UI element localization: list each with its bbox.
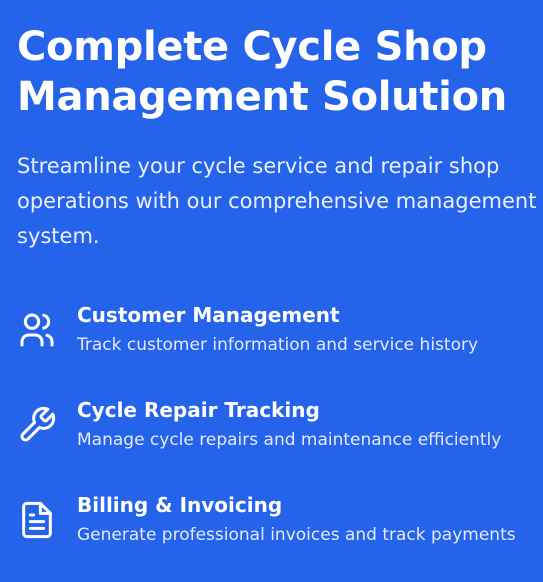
feature-description: Track customer information and service h… xyxy=(77,335,479,355)
title-line-1: Complete Cycle Shop xyxy=(17,24,487,70)
feature-list: Customer Management Track customer infor… xyxy=(17,300,537,582)
feature-text: Billing & Invoicing Generate professiona… xyxy=(77,490,516,550)
feature-text: Customer Management Track customer infor… xyxy=(77,300,478,360)
subtitle-line-2: operations with our comprehensive manage… xyxy=(17,189,537,213)
hero-section: Complete Cycle Shop Management Solution … xyxy=(17,22,543,254)
page-subtitle: Streamline your cycle service and repair… xyxy=(17,149,543,254)
feature-title: Customer Management xyxy=(77,303,340,327)
subtitle-line-3: system. xyxy=(17,224,100,248)
feature-description: Generate professional invoices and track… xyxy=(77,525,516,545)
feature-text: Cycle Repair Tracking Manage cycle repai… xyxy=(77,395,501,455)
users-icon xyxy=(17,310,57,350)
title-line-2: Management Solution xyxy=(17,74,507,120)
feature-cycle-repair-tracking: Cycle Repair Tracking Manage cycle repai… xyxy=(17,395,537,490)
subtitle-line-1: Streamline your cycle service and repair… xyxy=(17,154,500,178)
feature-billing-invoicing: Billing & Invoicing Generate professiona… xyxy=(17,490,537,582)
feature-customer-management: Customer Management Track customer infor… xyxy=(17,300,537,395)
document-icon xyxy=(17,500,57,540)
feature-title: Cycle Repair Tracking xyxy=(77,398,320,422)
wrench-icon xyxy=(17,405,57,445)
feature-description: Manage cycle repairs and maintenance eff… xyxy=(77,430,502,450)
page-title: Complete Cycle Shop Management Solution xyxy=(17,22,543,122)
feature-title: Billing & Invoicing xyxy=(77,493,283,517)
